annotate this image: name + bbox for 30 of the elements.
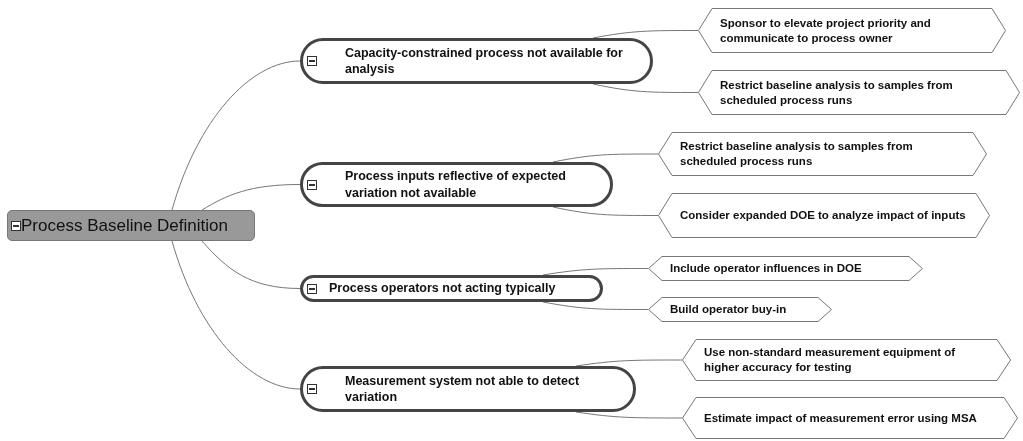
topic-pill <box>300 38 653 84</box>
node-text: Process operators not acting typically <box>329 280 556 297</box>
node-text: Measurement system not able to detect variation <box>345 372 581 406</box>
node-text: Build operator buy-in <box>670 302 787 317</box>
subtopic-hexagon <box>658 132 987 176</box>
subtopic-hexagon <box>698 8 1006 53</box>
node-text: Process Baseline Definition <box>21 215 228 236</box>
connector-line <box>171 240 301 390</box>
node-text: Process inputs reflective of expected variation not available <box>345 168 567 201</box>
node-text: Include operator influences in DOE <box>670 261 862 276</box>
subtopic-hexagon <box>682 339 1011 381</box>
subtopic-hexagon <box>648 256 923 281</box>
subtopic-hexagon <box>658 193 990 238</box>
node-text: Restrict baseline analysis to samples from scheduled process runs <box>680 139 914 169</box>
topic-pill <box>300 275 603 302</box>
topic-pill <box>300 162 613 207</box>
subtopic-hexagon <box>698 70 1020 115</box>
node-text: Estimate impact of measurement error using MSA <box>704 410 977 426</box>
connector-line <box>201 240 301 289</box>
connector-line <box>171 60 301 211</box>
node-text: Restrict baseline analysis to samples from scheduled process runs <box>720 77 954 108</box>
root-topic-box <box>7 210 255 241</box>
node-text: Consider expanded DOE to analyze impact of inputs <box>680 208 966 223</box>
node-text: Use non-standard measurement equipment of higher accuracy for testing <box>704 345 957 375</box>
topic-pill <box>300 366 636 412</box>
subtopic-hexagon <box>682 397 1018 439</box>
node-text: Sponsor to elevate project priority and communicate to process owner <box>720 15 932 46</box>
connector-line <box>201 184 301 211</box>
subtopic-hexagon <box>648 297 832 322</box>
node-text: Capacity-constrained process not available for analysis <box>345 44 624 78</box>
